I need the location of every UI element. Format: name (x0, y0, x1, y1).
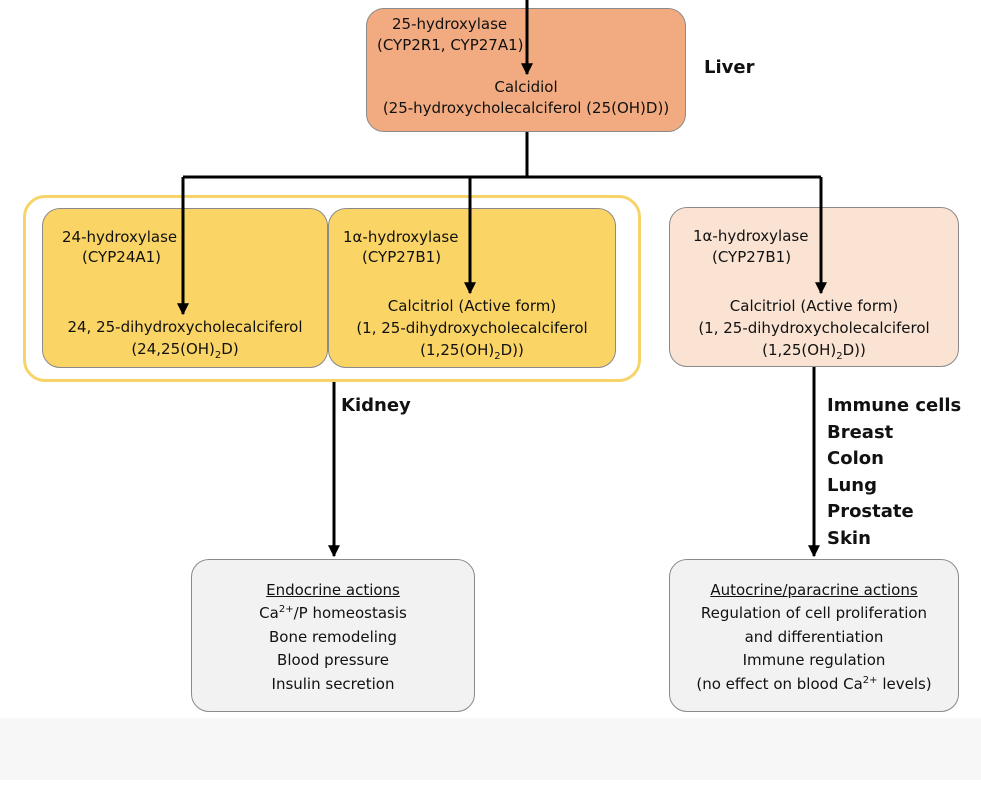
kidney-right-genes: (CYP27B1) (362, 248, 442, 266)
tissue-skin: Skin (827, 528, 871, 549)
tissue-colon: Colon (827, 448, 884, 469)
extrarenal-product: Calcitriol (Active form) (729, 297, 899, 315)
extrarenal-genes: (CYP27B1) (712, 248, 792, 266)
endocrine-actions-box (191, 559, 475, 712)
endocrine-calcium: Ca2+/P homeostasis (259, 604, 407, 622)
extrarenal-enzyme: 1α-hydroxylase (693, 227, 809, 245)
kidney-24-hydroxylase-box (42, 208, 328, 368)
tissue-breast: Breast (827, 422, 894, 443)
endocrine-item: Blood pressure (277, 651, 389, 669)
liver-enzyme-genes: (CYP2R1, CYP27A1) (377, 36, 524, 54)
liver-label: Liver (704, 57, 755, 78)
kidney-left-product: 24, 25-dihydroxycholecalciferol (67, 318, 303, 336)
kidney-right-enzyme: 1α-hydroxylase (343, 228, 459, 246)
kidney-right-product: Calcitriol (Active form) (387, 297, 557, 315)
liver-product: Calcidiol (494, 78, 558, 96)
liver-enzyme: 25-hydroxylase (392, 15, 508, 33)
extrarenal-formula: (1,25(OH)2D)) (762, 341, 866, 362)
autocrine-actions-box (669, 559, 959, 712)
kidney-label: Kidney (341, 395, 411, 416)
kidney-right-formula: (1,25(OH)2D)) (420, 341, 524, 362)
autocrine-title: Autocrine/paracrine actions (710, 581, 918, 599)
extrarenal-box (669, 207, 959, 367)
kidney-left-formula: (24,25(OH)2D) (131, 340, 239, 361)
extrarenal-product-full: (1, 25-dihydroxycholecalciferol (698, 319, 930, 337)
endocrine-item: Bone remodeling (269, 628, 397, 646)
autocrine-calcium-note: (no effect on blood Ca2+ levels) (696, 675, 932, 693)
liver-product-full: (25-hydroxycholecalciferol (25(OH)D)) (382, 99, 670, 117)
tissue-prostate: Prostate (827, 501, 914, 522)
tissue-lung: Lung (827, 475, 877, 496)
autocrine-line: and differentiation (744, 628, 884, 646)
tissue-immune-cells: Immune cells (827, 395, 962, 416)
endocrine-title: Endocrine actions (266, 581, 400, 599)
kidney-left-enzyme: 24-hydroxylase (62, 228, 178, 246)
kidney-right-product-full: (1, 25-dihydroxycholecalciferol (356, 319, 588, 337)
endocrine-item: Insulin secretion (271, 675, 395, 693)
autocrine-line: Regulation of cell proliferation (700, 604, 928, 622)
kidney-left-genes: (CYP24A1) (82, 248, 162, 266)
autocrine-line: Immune regulation (742, 651, 886, 669)
bottom-band (0, 718, 981, 780)
